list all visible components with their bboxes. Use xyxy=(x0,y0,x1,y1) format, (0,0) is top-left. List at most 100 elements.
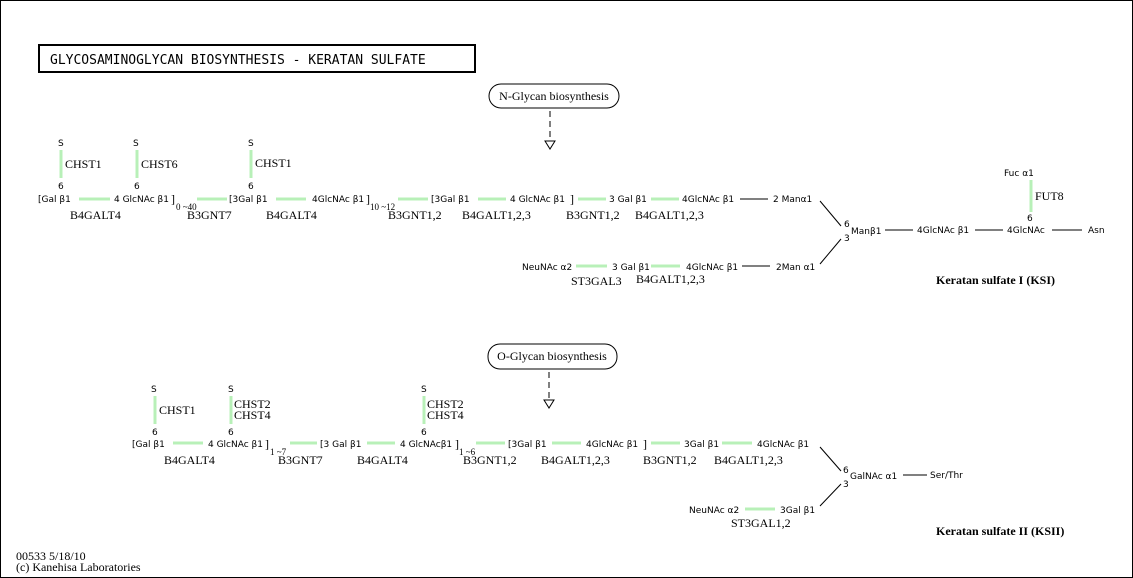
n-glycan-arrow-head xyxy=(544,140,556,150)
enzyme-b3gnt1-2[interactable]: B3GNT1,2 xyxy=(388,208,442,222)
branch-line xyxy=(819,238,842,265)
residue: Fuc α1 xyxy=(1004,169,1034,179)
n-glycan-link-label[interactable]: N-Glycan biosynthesis xyxy=(499,89,609,103)
enzyme-b3gnt7[interactable]: B3GNT7 xyxy=(187,208,232,222)
residue: 4GlcNAc β1 xyxy=(686,263,738,273)
o-glycan-link-label[interactable]: O-Glycan biosynthesis xyxy=(497,349,607,363)
o-glycan-link-box[interactable] xyxy=(487,343,618,370)
position-label: 6 xyxy=(844,220,850,230)
enzyme-chst1[interactable]: CHST1 xyxy=(255,156,292,170)
position-label: 6 xyxy=(134,182,140,192)
residue: 4GlcNAc β1 xyxy=(757,440,809,450)
enzyme-b3gnt1-2[interactable]: B3GNT1,2 xyxy=(463,453,517,467)
residue: 3Gal β1 xyxy=(684,440,719,450)
residue: [3 Gal β1 xyxy=(320,440,361,450)
enzyme-chst4[interactable]: CHST4 xyxy=(427,408,464,422)
sulfate-label: S xyxy=(133,139,139,149)
enzyme-b3gnt7[interactable]: B3GNT7 xyxy=(278,453,323,467)
residue: GalNAc α1 xyxy=(850,472,897,482)
enzyme-chst1[interactable]: CHST1 xyxy=(159,403,196,417)
branch-line xyxy=(819,446,842,472)
bracket: ] xyxy=(265,437,269,451)
enzyme-b4galt4[interactable]: B4GALT4 xyxy=(266,208,317,222)
enzyme-b3gnt1-2[interactable]: B3GNT1,2 xyxy=(643,453,697,467)
bracket: ] xyxy=(643,437,647,451)
n-glycan-link[interactable]: N-Glycan biosynthesis xyxy=(488,83,620,109)
repeat-count: 0 ~40 xyxy=(176,202,197,212)
residue: 4 GlcNAc β1 xyxy=(510,195,565,205)
residue: Ser/Thr xyxy=(930,471,963,481)
enzyme-b4galt4[interactable]: B4GALT4 xyxy=(70,208,121,222)
residue: 3 Gal β1 xyxy=(609,195,647,205)
residue: NeuNAc α2 xyxy=(689,506,739,516)
residue: NeuNAc α2 xyxy=(522,263,572,273)
residue: 4GlcNAc β1 xyxy=(682,195,734,205)
enzyme-fut8[interactable]: FUT8 xyxy=(1035,189,1064,203)
o-glycan-link[interactable]: O-Glycan biosynthesis xyxy=(487,343,618,370)
branch-line xyxy=(819,200,842,227)
enzyme-b3gnt1-2[interactable]: B3GNT1,2 xyxy=(566,208,620,222)
residue: 4GlcNAc β1 xyxy=(917,226,969,236)
sulfate-label: S xyxy=(248,139,254,149)
residue: 4 GlcNAcβ1 xyxy=(400,440,452,450)
enzyme-b4galt1-2-3[interactable]: B4GALT1,2,3 xyxy=(635,208,704,222)
map-id: 00533 5/18/10 xyxy=(16,549,86,563)
residue: 4 GlcNAc β1 xyxy=(208,440,263,450)
position-label: 6 xyxy=(152,428,158,438)
residue: [Gal β1 xyxy=(132,440,165,450)
ksii-label: Keratan sulfate II (KSII) xyxy=(936,524,1064,538)
enzyme-b4galt1-2-3[interactable]: B4GALT1,2,3 xyxy=(714,453,783,467)
position-label: 6 xyxy=(248,182,254,192)
branch-line xyxy=(819,483,842,507)
position-label: 6 xyxy=(58,182,64,192)
position-label: 6 xyxy=(228,428,234,438)
position-label: 6 xyxy=(1027,214,1033,224)
enzyme-chst2[interactable]: CHST2 xyxy=(427,397,464,411)
enzyme-b4galt4[interactable]: B4GALT4 xyxy=(357,453,408,467)
residue: [3Gal β1 xyxy=(431,195,470,205)
residue: 2 Manα1 xyxy=(773,195,812,205)
repeat-count: 1 ~7 xyxy=(270,447,287,457)
enzyme-b4galt1-2-3[interactable]: B4GALT1,2,3 xyxy=(541,453,610,467)
ksi-label: Keratan sulfate I (KSI) xyxy=(936,273,1055,287)
sulfate-label: S xyxy=(421,385,427,395)
position-label: 6 xyxy=(843,466,849,476)
residue: 3Gal β1 xyxy=(780,506,815,516)
enzyme-chst6[interactable]: CHST6 xyxy=(141,157,178,171)
residue: 3 Gal β1 xyxy=(612,263,650,273)
enzyme-b4galt1-2-3[interactable]: B4GALT1,2,3 xyxy=(636,272,705,286)
position-label: 6 xyxy=(421,428,427,438)
enzyme-chst4[interactable]: CHST4 xyxy=(234,408,271,422)
sulfate-label: S xyxy=(58,139,64,149)
residue: [Gal β1 xyxy=(38,195,71,205)
enzyme-chst1[interactable]: CHST1 xyxy=(65,157,102,171)
o-glycan-arrow-head xyxy=(543,399,555,409)
enzyme-b4galt4[interactable]: B4GALT4 xyxy=(164,453,215,467)
position-label: 3 xyxy=(844,234,850,244)
residue: 4GlcNAc β1 xyxy=(586,440,638,450)
repeat-count: 10 ~12 xyxy=(370,202,395,212)
residue: 4GlcNAc xyxy=(1007,226,1045,236)
enzyme-st3gal3[interactable]: ST3GAL3 xyxy=(571,274,622,288)
enzyme-st3gal1-2[interactable]: ST3GAL1,2 xyxy=(731,516,791,530)
residue: [3Gal β1 xyxy=(229,195,268,205)
bracket: ] xyxy=(366,192,370,206)
residue: [3Gal β1 xyxy=(508,440,547,450)
copyright: (c) Kanehisa Laboratories xyxy=(16,560,141,574)
residue: 4 GlcNAc β1 xyxy=(114,195,169,205)
residue: Manβ1 xyxy=(851,227,881,237)
bracket: ] xyxy=(455,437,459,451)
bracket: ] xyxy=(570,192,574,206)
n-glycan-link-box[interactable] xyxy=(488,83,620,109)
residue: Asn xyxy=(1088,226,1105,236)
enzyme-chst2[interactable]: CHST2 xyxy=(234,397,271,411)
residue: 2Man α1 xyxy=(776,263,815,273)
bracket: ] xyxy=(171,192,175,206)
position-label: 3 xyxy=(843,480,849,490)
residue: 4GlcNAc β1 xyxy=(312,195,364,205)
sulfate-label: S xyxy=(151,385,157,395)
enzyme-b4galt1-2-3[interactable]: B4GALT1,2,3 xyxy=(462,208,531,222)
sulfate-label: S xyxy=(228,385,234,395)
